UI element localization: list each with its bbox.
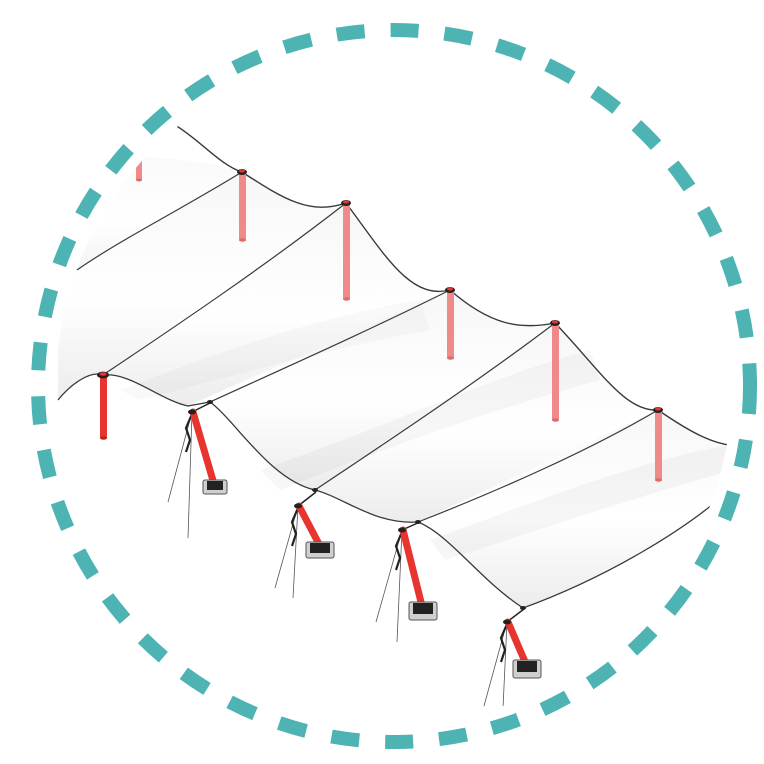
back-mast-6 — [653, 407, 663, 482]
canopy-group — [57, 124, 732, 709]
membrane-bay-5 — [315, 323, 658, 523]
membrane-bay-3 — [103, 203, 450, 406]
raking-mast-2 — [274, 491, 335, 599]
back-mast-4 — [445, 287, 455, 360]
ridge-cable-4 — [314, 322, 556, 491]
dashed-frame-ring — [31, 23, 757, 749]
front-left-mast — [97, 371, 109, 440]
back-mast-5 — [550, 320, 560, 422]
back-mast-1 — [136, 150, 142, 182]
raking-mast-1 — [167, 401, 228, 539]
bottom-edge-cable — [57, 373, 732, 609]
membrane-bay-4 — [188, 290, 555, 490]
membrane-bay-2 — [58, 172, 346, 400]
raking-mast-4 — [483, 608, 542, 709]
ridge-cable-5 — [417, 409, 659, 523]
ridge-cable-3 — [209, 289, 451, 403]
ridge-cable-2 — [102, 202, 347, 376]
back-mast-3 — [341, 200, 351, 301]
back-mast-2 — [237, 169, 247, 242]
raking-mast-3 — [375, 521, 438, 643]
ridge-cable-1 — [76, 171, 243, 271]
